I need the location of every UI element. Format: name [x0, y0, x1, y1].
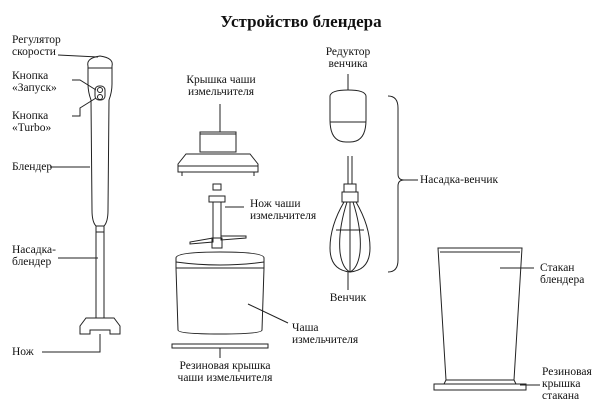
label-line: измельчителя [250, 210, 317, 222]
label-chopper-rubber-lid: Резиновая крышка чаши измельчителя [175, 360, 275, 384]
label-line: Резиновая крышка [179, 360, 271, 372]
label-line: Нож [12, 346, 34, 358]
label-line: Редуктор [325, 46, 371, 58]
whisk-drawing [329, 156, 371, 273]
chopper-rubber-lid-drawing [171, 343, 269, 349]
label-line: Насадка-венчик [420, 174, 499, 186]
label-blender: Блендер [12, 161, 52, 173]
label-beaker: Стакан блендера [540, 262, 584, 286]
chopper-knife-drawing [189, 183, 247, 249]
label-line: Стакан [540, 262, 575, 274]
label-chopper-knife: Нож чаши измельчителя [250, 198, 316, 222]
label-line: Насадка- [12, 244, 56, 256]
label-line: чаши измельчителя [177, 372, 273, 384]
label-chopper-bowl: Чаша измельчителя [292, 322, 358, 346]
label-blender-attachment: Насадка- блендер [12, 244, 56, 268]
label-line: блендер [12, 256, 52, 268]
label-line: стакана [542, 390, 580, 402]
chopper-bowl-drawing [175, 251, 265, 335]
label-line: венчика [328, 58, 368, 70]
label-line: «Запуск» [12, 82, 57, 94]
label-line: Крышка чаши [186, 74, 256, 86]
label-knife: Нож [12, 346, 34, 358]
chopper-lid-drawing [177, 131, 259, 176]
diagram-title: Устройство блендера [220, 12, 382, 31]
leader-lines [42, 54, 540, 386]
label-line: Нож чаши [250, 198, 301, 210]
blender-body-drawing [79, 55, 121, 335]
label-speed-regulator: Регулятор скорости [12, 34, 61, 58]
label-line: блендера [540, 274, 585, 286]
label-line: Венчик [329, 292, 367, 304]
label-beaker-rubber-lid: Резиновая крышка стакана [542, 366, 592, 402]
label-turbo-button: Кнопка «Turbo» [12, 110, 51, 134]
whisk-reducer-drawing [329, 89, 367, 143]
label-line: Регулятор [12, 34, 61, 46]
label-start-button: Кнопка «Запуск» [12, 70, 57, 94]
label-whisk-reducer: Редуктор венчика [318, 46, 378, 70]
label-chopper-lid: Крышка чаши измельчителя [186, 74, 256, 98]
whisk-attachment-bracket [387, 95, 405, 273]
label-line: Кнопка [12, 70, 49, 82]
label-whisk: Венчик [318, 292, 378, 304]
beaker-drawing [433, 247, 527, 391]
label-line: «Turbo» [12, 122, 52, 134]
label-line: Резиновая [542, 366, 592, 378]
label-line: скорости [12, 46, 56, 58]
label-line: измельчителя [187, 86, 255, 98]
label-line: Чаша [292, 322, 319, 334]
label-line: Блендер [12, 161, 53, 173]
label-whisk-attachment: Насадка-венчик [420, 174, 498, 186]
label-line: крышка [542, 378, 581, 390]
label-line: Кнопка [12, 110, 49, 122]
label-line: измельчителя [292, 334, 359, 346]
